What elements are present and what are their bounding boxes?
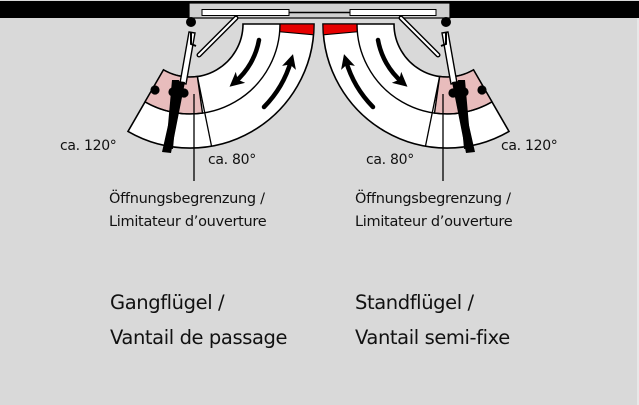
left-wing-title: Gangflügel / Vantail de passage [110, 285, 288, 355]
right-wing [323, 17, 509, 181]
slide-rail-right [349, 9, 437, 16]
right-wing-title: Standflügel / Vantail semi-fixe [355, 285, 510, 355]
right-wing-title-de: Standflügel / [355, 291, 474, 314]
right-limit-angle-label: ca. 80° [366, 152, 414, 168]
right-wing-title-fr: Vantail semi-fixe [355, 326, 510, 349]
left-limiter-label-fr: Limitateur d’ouverture [109, 214, 267, 230]
left-limiter-label-de: Öffnungsbegrenzung / [109, 191, 265, 207]
right-max-angle-label: ca. 120° [501, 138, 558, 154]
left-limit-angle-label: ca. 80° [208, 152, 256, 168]
slide-rail-left [201, 9, 290, 16]
left-limiter-label: Öffnungsbegrenzung / Limitateur d’ouvert… [109, 188, 267, 234]
left-wing-title-fr: Vantail de passage [110, 326, 288, 349]
right-limiter-label-fr: Limitateur d’ouverture [355, 214, 513, 230]
right-edge-strip [637, 18, 639, 405]
left-max-angle-label: ca. 120° [60, 138, 117, 154]
right-limiter-label-de: Öffnungsbegrenzung / [355, 191, 511, 207]
right-limiter-label: Öffnungsbegrenzung / Limitateur d’ouvert… [355, 188, 513, 234]
left-wing-title-de: Gangflügel / [110, 291, 225, 314]
